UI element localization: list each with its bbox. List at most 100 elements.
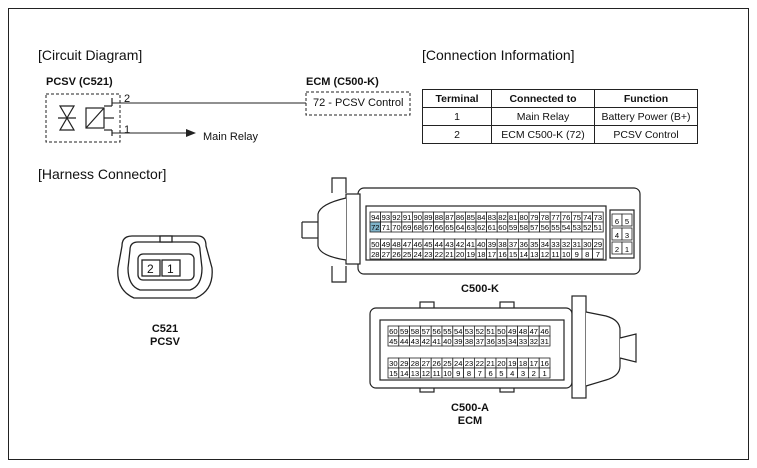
pin-label: 79 bbox=[530, 213, 538, 222]
pin-label: 26 bbox=[392, 250, 400, 259]
pin-label: 43 bbox=[411, 337, 419, 346]
c521-pin-label: 2 bbox=[147, 262, 154, 276]
pin-label: 39 bbox=[488, 240, 496, 249]
c521-connector bbox=[117, 235, 213, 299]
connection-table: Terminal Connected to Function 1 Main Re… bbox=[422, 89, 698, 144]
pin-label: 56 bbox=[541, 223, 549, 232]
pin-label: 25 bbox=[443, 359, 451, 368]
pin-cell bbox=[592, 221, 604, 233]
pin-label: 11 bbox=[433, 369, 441, 378]
pin-label: 85 bbox=[466, 213, 474, 222]
pin-label: 54 bbox=[454, 327, 462, 336]
table-cell: ECM C500-K (72) bbox=[491, 125, 595, 144]
pin-label: 4 bbox=[615, 231, 619, 240]
pin-label: 64 bbox=[456, 223, 464, 232]
pin-label: 52 bbox=[476, 327, 484, 336]
harness-connector-title: [Harness Connector] bbox=[38, 166, 167, 182]
pin-label: 17 bbox=[530, 359, 538, 368]
pin-label: 40 bbox=[443, 337, 451, 346]
pin-label: 30 bbox=[389, 359, 397, 368]
pin-label: 84 bbox=[477, 213, 485, 222]
pin-label: 44 bbox=[435, 240, 443, 249]
pin-label: 22 bbox=[476, 359, 484, 368]
pin-label: 44 bbox=[400, 337, 408, 346]
pin-label: 2 bbox=[615, 245, 619, 254]
pin-label: 15 bbox=[509, 250, 517, 259]
pin-label: 52 bbox=[583, 223, 591, 232]
pin-label: 28 bbox=[371, 250, 379, 259]
pin-label: 51 bbox=[594, 223, 602, 232]
pin-label: 39 bbox=[454, 337, 462, 346]
pin-label: 42 bbox=[422, 337, 430, 346]
pin-label: 21 bbox=[445, 250, 453, 259]
connection-info-title: [Connection Information] bbox=[422, 47, 575, 63]
pin-label: 4 bbox=[510, 369, 514, 378]
pin-cell bbox=[621, 227, 633, 241]
pin-label: 7 bbox=[596, 250, 600, 259]
pin-label: 24 bbox=[413, 250, 421, 259]
pin-label: 60 bbox=[498, 223, 506, 232]
pin-label: 10 bbox=[562, 250, 570, 259]
pin-label: 63 bbox=[466, 223, 474, 232]
pin-label: 38 bbox=[498, 240, 506, 249]
pin-label: 10 bbox=[443, 369, 451, 378]
pin-label: 26 bbox=[432, 359, 440, 368]
pin-label: 15 bbox=[389, 369, 397, 378]
pin-label: 69 bbox=[403, 223, 411, 232]
pin-label: 55 bbox=[551, 223, 559, 232]
pin-label: 20 bbox=[456, 250, 464, 259]
pin-label: 33 bbox=[551, 240, 559, 249]
pin-label: 7 bbox=[478, 369, 482, 378]
pin-label: 89 bbox=[424, 213, 432, 222]
pin-label: 57 bbox=[530, 223, 538, 232]
pin-label: 77 bbox=[551, 213, 559, 222]
pin-label: 50 bbox=[497, 327, 505, 336]
pin-label: 22 bbox=[435, 250, 443, 259]
diagram-frame bbox=[8, 8, 749, 460]
pin-label: 14 bbox=[400, 369, 408, 378]
pin-label: 48 bbox=[392, 240, 400, 249]
pin-label: 8 bbox=[585, 250, 589, 259]
c521-pin-label: 1 bbox=[167, 262, 174, 276]
pin-label: 6 bbox=[615, 217, 619, 226]
table-header: Connected to bbox=[491, 89, 595, 108]
pin-label: 32 bbox=[530, 337, 538, 346]
pin-label: 14 bbox=[519, 250, 527, 259]
wire-2-number: 2 bbox=[124, 93, 131, 105]
pin-label: 57 bbox=[422, 327, 430, 336]
pin-label: 58 bbox=[519, 223, 527, 232]
pin-label: 5 bbox=[625, 217, 629, 226]
pin-label: 78 bbox=[541, 213, 549, 222]
pin-label: 49 bbox=[382, 240, 390, 249]
pin-label: 31 bbox=[540, 337, 548, 346]
pin-label: 9 bbox=[456, 369, 460, 378]
table-cell: PCSV Control bbox=[594, 125, 698, 144]
pin-label: 21 bbox=[486, 359, 494, 368]
pin-label: 59 bbox=[509, 223, 517, 232]
pin-label: 16 bbox=[540, 359, 548, 368]
pin-label: 34 bbox=[541, 240, 549, 249]
pin-label: 13 bbox=[411, 369, 419, 378]
pin-label: 32 bbox=[562, 240, 570, 249]
pin-label: 30 bbox=[583, 240, 591, 249]
pin-label: 83 bbox=[488, 213, 496, 222]
arrow-right-icon bbox=[186, 129, 196, 137]
pin-label: 24 bbox=[454, 359, 462, 368]
table-row: 2 ECM C500-K (72) PCSV Control bbox=[422, 125, 698, 144]
pin-label: 35 bbox=[530, 240, 538, 249]
main-relay-label: Main Relay bbox=[203, 131, 259, 143]
pin-label: 45 bbox=[389, 337, 397, 346]
pin-label: 74 bbox=[583, 213, 591, 222]
table-cell: Main Relay bbox=[491, 107, 595, 126]
pin-label: 36 bbox=[519, 240, 527, 249]
pin-label: 50 bbox=[371, 240, 379, 249]
pin-label: 27 bbox=[422, 359, 430, 368]
pin-label: 37 bbox=[509, 240, 517, 249]
pin-label: 25 bbox=[403, 250, 411, 259]
pin-label: 41 bbox=[432, 337, 440, 346]
pin-label: 47 bbox=[403, 240, 411, 249]
pin-label: 92 bbox=[392, 213, 400, 222]
